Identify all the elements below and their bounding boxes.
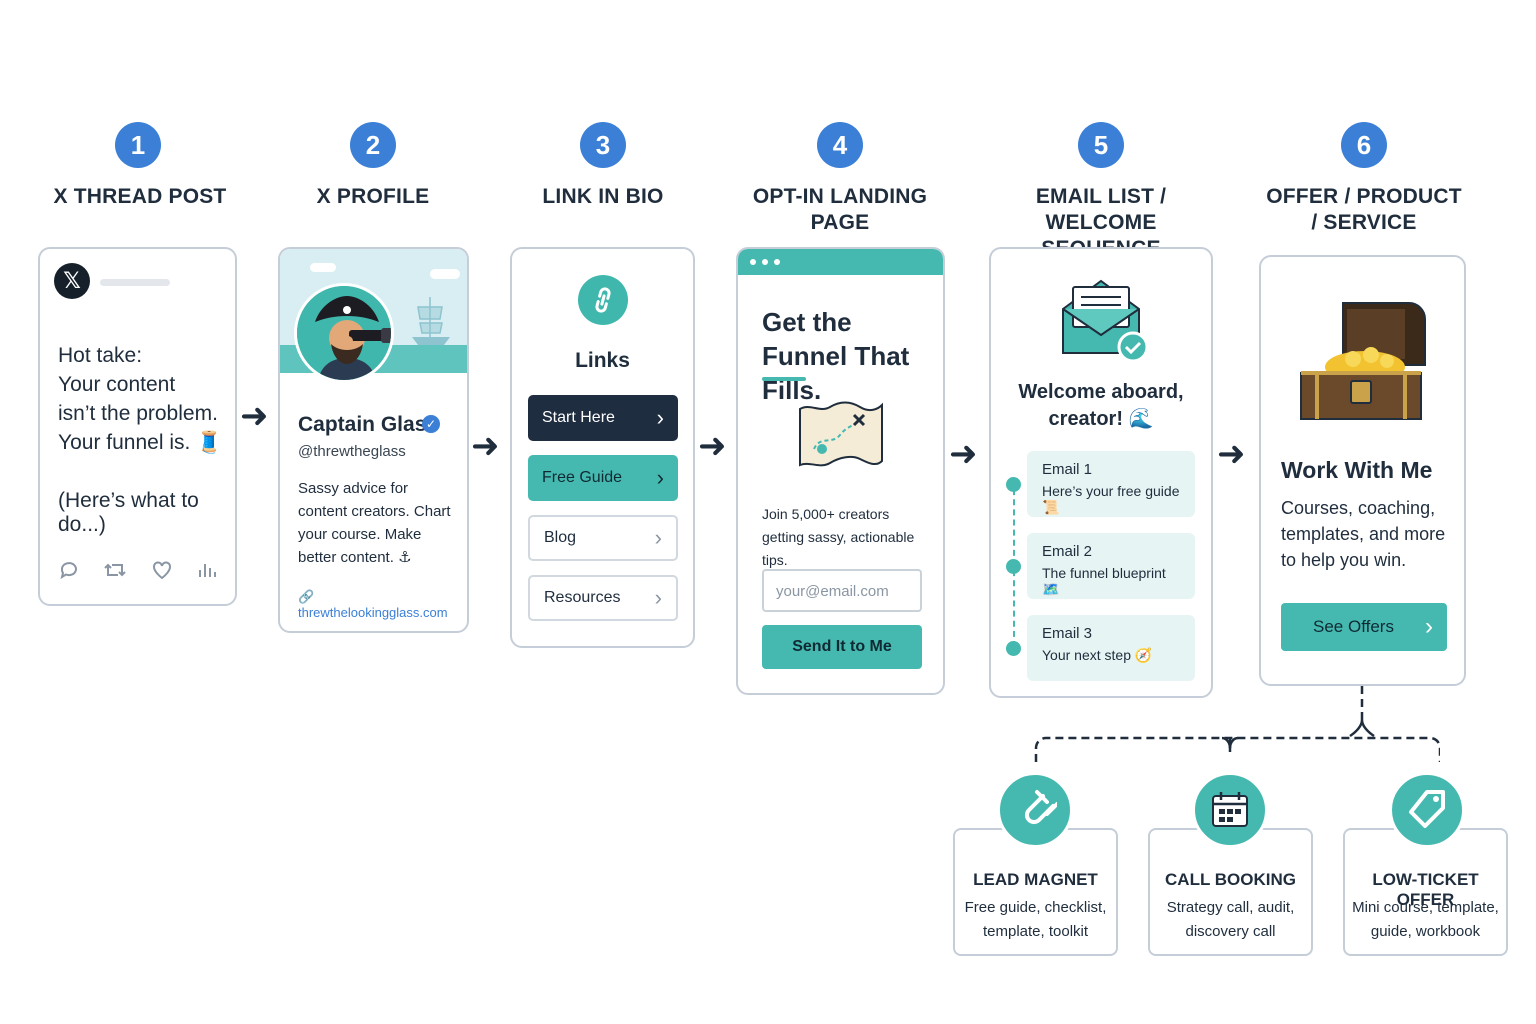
magnet-icon [997,772,1073,848]
button-label: See Offers [1313,617,1394,636]
branch-connector [1034,686,1440,762]
email-field[interactable]: your@email.com [762,569,922,612]
offer-card: Work With Me Courses, coaching, template… [1259,255,1466,686]
button-label: Start Here [542,409,615,426]
profile-handle: @threwtheglass [298,443,406,460]
button-label: Free Guide [542,469,623,486]
step-number-4: 4 [817,122,863,168]
flow-arrow-3: ➜ [698,427,727,465]
views-icon[interactable] [196,559,218,587]
send-it-button[interactable]: Send It to Me [762,625,922,669]
post-actions [58,559,218,587]
button-label: Blog [544,529,577,546]
flow-arrow-2: ➜ [471,427,500,465]
lead-magnet-card[interactable]: LEAD MAGNET Free guide, checklist, templ… [953,828,1118,956]
ship-icon [412,297,450,345]
flow-arrow-1: ➜ [240,397,269,435]
offer-type-title: LEAD MAGNET [973,870,1098,889]
landing-page-card: Get the Funnel That Fills. Join 5,000+ c… [736,247,945,695]
see-offers-button[interactable]: See Offers › [1281,603,1447,651]
like-icon[interactable] [151,559,173,587]
chevron-right-icon: › [656,405,664,430]
email-item-3[interactable]: Email 3 Your next step 🧭 [1027,615,1195,681]
browser-bar [738,249,943,275]
pirate-avatar-icon [297,286,391,380]
email-subject: Your next step 🧭 [1042,647,1153,663]
avatar[interactable] [294,283,394,383]
heading-underline [762,377,806,381]
treasure-chest-icon [1300,302,1426,420]
offer-type-title: CALL BOOKING [1165,870,1296,889]
email-item-2[interactable]: Email 2 The funnel blueprint 🗺️ [1027,533,1195,599]
thread-post-card: 𝕏 Hot take: Your content isn’t the probl… [38,247,237,606]
flow-arrow-4: ➜ [949,435,978,473]
email-subject: Here’s your free guide 📜 [1042,483,1180,515]
offer-type-description: Strategy call, audit, discovery call [1166,899,1295,940]
calendar-icon [1192,772,1268,848]
step-number-6: 6 [1341,122,1387,168]
email-label: Email 1 [1042,461,1093,478]
offer-type-description: Free guide, checklist, template, toolkit [964,899,1107,940]
blog-button[interactable]: Blog › [528,515,678,561]
free-guide-button[interactable]: Free Guide › [528,455,678,501]
profile-card: Captain Glass ✓ @threwtheglass Sassy adv… [278,247,469,633]
email-subject: The funnel blueprint 🗺️ [1042,565,1166,597]
timeline-dot [1006,477,1021,492]
chevron-right-icon: › [1425,613,1433,640]
post-text: Hot take: Your content isn’t the problem… [58,344,223,454]
step-title-2: X PROFILE [316,185,430,208]
username-placeholder [100,279,170,286]
step-number-5: 5 [1078,122,1124,168]
email-item-1[interactable]: Email 1 Here’s your free guide 📜 [1027,451,1195,517]
email-sequence-card: Welcome aboard, creator! 🌊 Email 1 Here’… [989,247,1213,698]
call-booking-card[interactable]: CALL BOOKING Strategy call, audit, disco… [1148,828,1313,956]
profile-bio: Sassy advice for content creators. Chart… [298,480,451,566]
reply-icon[interactable] [58,559,80,587]
treasure-map-icon [794,399,886,486]
step-title-1: X THREAD POST [53,185,227,208]
email-label: Email 2 [1042,543,1093,560]
chevron-right-icon: › [654,585,662,610]
offer-heading: Work With Me [1281,457,1433,483]
profile-link[interactable]: 🔗 threwthelookingglass.com [298,589,448,620]
timeline-dot [1006,641,1021,656]
start-here-button[interactable]: Start Here › [528,395,678,441]
step-title-4: OPT-IN LANDING PAGE [752,185,928,234]
price-tag-icon [1389,772,1465,848]
step-number-3: 3 [580,122,626,168]
landing-subtext: Join 5,000+ creators getting sassy, acti… [762,506,915,568]
chevron-right-icon: › [654,525,662,550]
retweet-icon[interactable] [103,559,127,587]
x-logo-icon: 𝕏 [54,263,90,299]
step-number-2: 2 [350,122,396,168]
offer-type-title: LOW-TICKET OFFER [1372,870,1479,909]
landing-heading: Get the Funnel That Fills. [762,307,910,405]
profile-name: Captain Glass [298,413,439,436]
welcome-heading: Welcome aboard, creator! 🌊 [1018,381,1184,430]
step-title-6: OFFER / PRODUCT / SERVICE [1266,185,1462,234]
envelope-check-icon [1062,279,1149,363]
link-in-bio-card: Links Start Here › Free Guide › Blog › R… [510,247,695,648]
step-title-3: LINK IN BIO [542,185,664,208]
chevron-right-icon: › [656,465,664,490]
resources-button[interactable]: Resources › [528,575,678,621]
timeline-dot [1006,559,1021,574]
offer-subtext: Courses, coaching, templates, and more t… [1281,498,1446,570]
link-icon [568,265,638,335]
post-cta: (Here’s what to do...) [58,489,199,536]
links-title: Links [575,349,630,372]
step-number-1: 1 [115,122,161,168]
verified-badge-icon: ✓ [422,415,440,433]
button-label: Resources [544,589,621,606]
email-label: Email 3 [1042,625,1093,642]
offer-type-description: Mini course, template, guide, workbook [1352,899,1499,940]
flow-arrow-5: ➜ [1217,435,1246,473]
